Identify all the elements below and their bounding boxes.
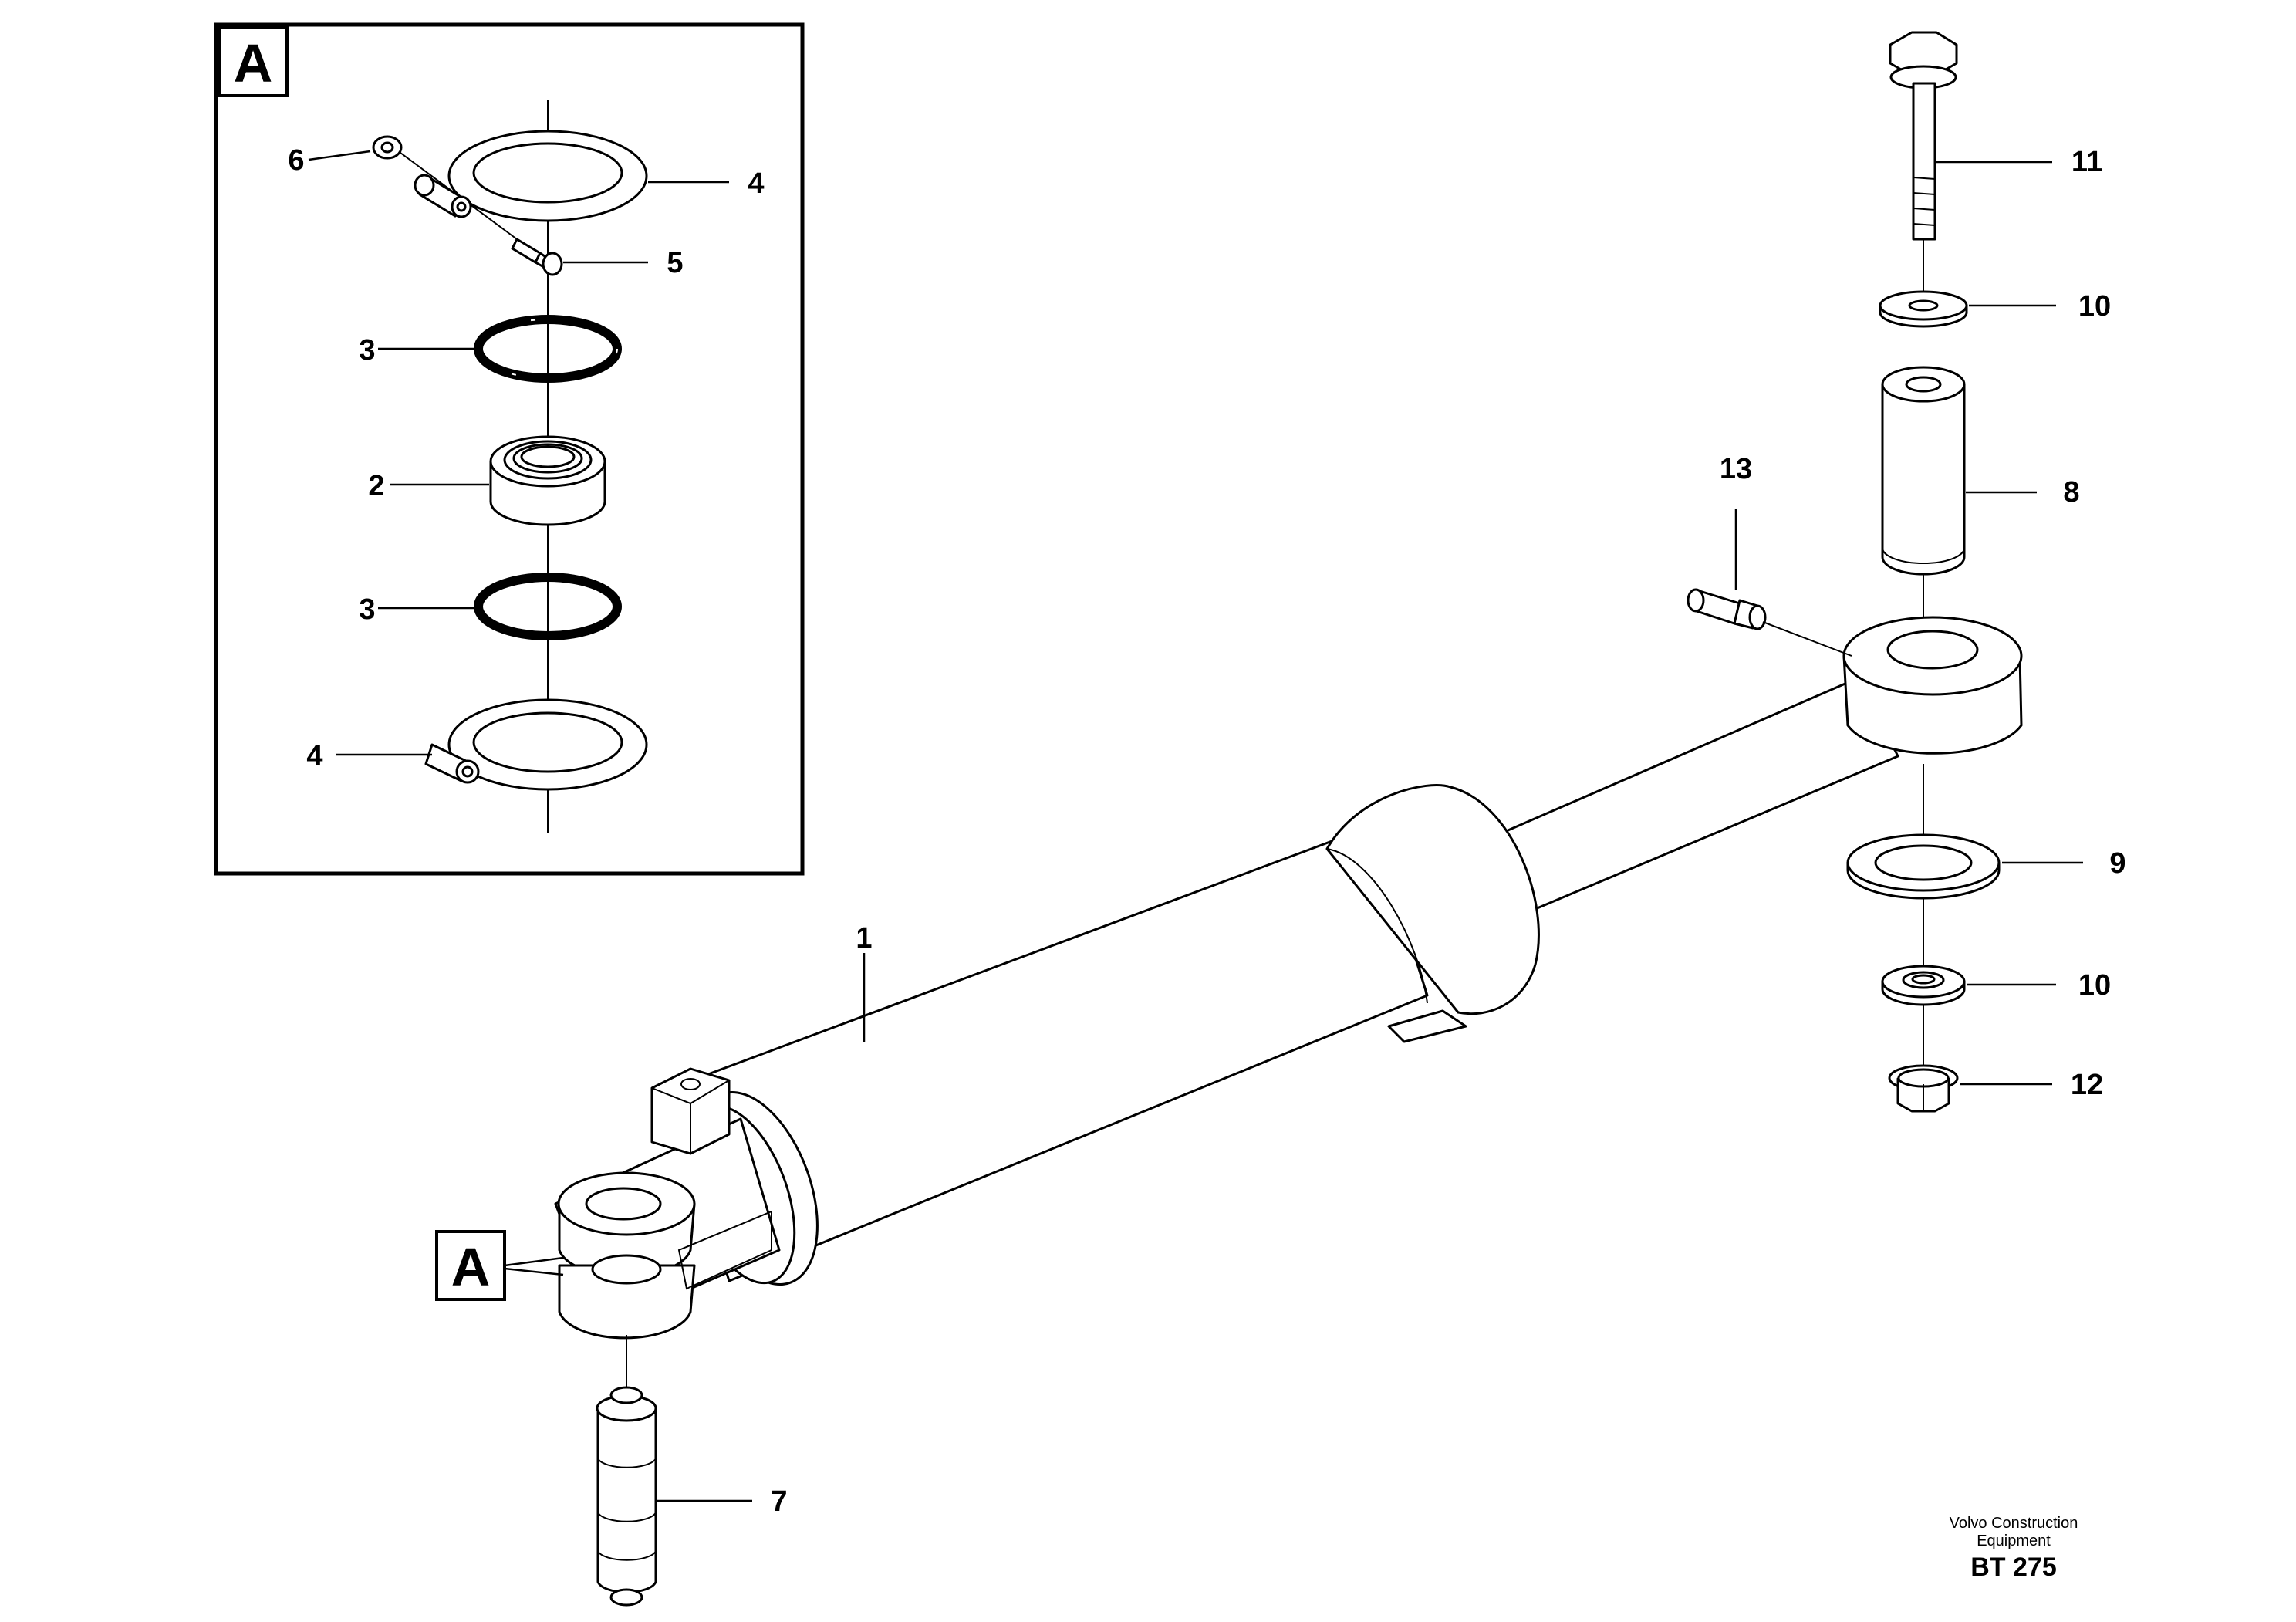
detail-reference-letter: A — [451, 1237, 491, 1297]
drawing-footer: Volvo Construction Equipment BT 275 — [1950, 1515, 2078, 1582]
callout-9: 9 — [2109, 847, 2125, 880]
callout-8: 8 — [2063, 476, 2079, 509]
callout-10b: 10 — [2078, 969, 2111, 1002]
callout-10a: 10 — [2078, 290, 2111, 323]
detail-label-box — [218, 26, 289, 97]
pin-7: 7 — [596, 1335, 788, 1607]
washer-10-bottom: 10 — [1881, 965, 2111, 1006]
detail-label-letter: A — [234, 33, 273, 93]
bearing — [489, 435, 606, 526]
leader-6 — [308, 150, 371, 161]
rod-end-eye — [1842, 616, 2023, 755]
callout-13: 13 — [1720, 453, 1752, 485]
callout-6: 6 — [288, 144, 304, 177]
detail-frame — [214, 22, 805, 876]
detail-reference-marker: A — [435, 1230, 564, 1301]
bolt-11: 11 — [1889, 31, 2102, 241]
grease-nipple-13: 13 — [1687, 453, 1852, 657]
seal-ring-upper — [474, 315, 622, 383]
callout-2: 2 — [368, 470, 384, 502]
piston-rod — [1503, 676, 1899, 911]
sleeve-8: 8 — [1881, 366, 2080, 576]
seal-ring-lower — [474, 573, 622, 640]
gland-head — [1325, 784, 1540, 1043]
callout-3a: 3 — [359, 334, 375, 367]
callout-3b: 3 — [359, 593, 375, 626]
washer-top — [447, 130, 648, 222]
callout-7: 7 — [771, 1485, 787, 1518]
detail-a-inset: A — [214, 22, 805, 876]
callout-1: 1 — [856, 922, 872, 955]
callout-11: 11 — [2071, 146, 2102, 178]
washer-10-top: 10 — [1879, 290, 2111, 328]
callout-4a: 4 — [748, 167, 764, 200]
nut-12: 12 — [1888, 1064, 2103, 1113]
callout-12: 12 — [2071, 1069, 2103, 1101]
washer-9: 9 — [1846, 833, 2126, 900]
hex-fitting — [650, 1067, 731, 1155]
hydraulic-cylinder: 1 — [554, 616, 2023, 1340]
washer-bottom — [424, 698, 648, 791]
callout-4b: 4 — [306, 740, 322, 772]
grease-screw-assembly — [372, 135, 518, 240]
drawing-code: BT 275 — [1970, 1553, 2057, 1582]
brand-line-1: Volvo Construction — [1950, 1515, 2078, 1532]
brand-line-2: Equipment — [1977, 1532, 2051, 1549]
callout-5: 5 — [667, 247, 683, 279]
bolt-5 — [511, 238, 563, 276]
base-clevis — [554, 1117, 781, 1340]
